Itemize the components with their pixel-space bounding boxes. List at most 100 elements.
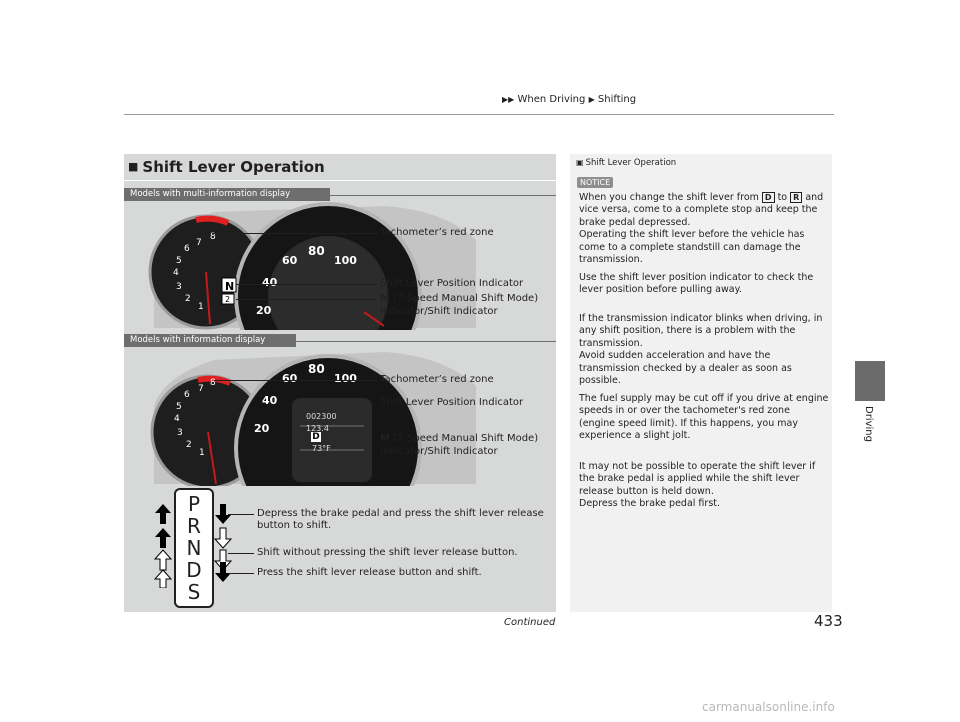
down-arrow-outline-icon <box>214 527 232 549</box>
model-tag-info: Models with information display <box>124 334 296 347</box>
key-r: R <box>790 192 803 203</box>
notes-panel <box>570 154 832 612</box>
down-arrow-filled-icon <box>215 504 231 524</box>
leader-line <box>236 284 377 285</box>
label-position-indicator: Shift Lever Position Indicator <box>380 278 524 289</box>
gate-d: D <box>186 558 202 582</box>
red-zone-arc <box>195 215 230 226</box>
notes-paragraph-3: If the transmission indicator blinks whe… <box>579 313 823 387</box>
rpm-tick-2: 2 <box>185 294 191 304</box>
rpm-tick-6: 6 <box>184 390 190 400</box>
up-arrow-filled-icon <box>155 528 171 548</box>
section-label: Driving <box>863 406 874 442</box>
model-tag-multi-info: Models with multi-information display <box>124 188 330 201</box>
rpm-tick-3: 3 <box>176 282 182 292</box>
speed-tick-40: 40 <box>262 276 278 289</box>
speed-tick-60: 60 <box>282 254 298 267</box>
header-rule <box>124 114 834 115</box>
leader-line <box>212 233 377 234</box>
gate-n: N <box>186 536 202 560</box>
speed-tick-80: 80 <box>308 244 325 258</box>
up-arrow-outline-icon <box>154 569 172 588</box>
breadcrumb: ▶▶ When Driving ▶ Shifting <box>502 94 636 105</box>
rpm-tick-1: 1 <box>199 448 205 458</box>
notes-title: ▣Shift Lever Operation <box>576 158 677 168</box>
rpm-tick-7: 7 <box>196 238 202 248</box>
leader-line <box>228 573 254 574</box>
rpm-tick-2: 2 <box>186 440 192 450</box>
rpm-tick-6: 6 <box>184 244 190 254</box>
watermark: carmanualsonline.info <box>702 700 835 714</box>
gauge-cluster-1: N 2 <box>148 202 476 330</box>
continued-label: Continued <box>504 617 556 628</box>
svg-text:2: 2 <box>225 295 230 304</box>
info-display <box>292 398 372 482</box>
notes-paragraph-1: When you change the shift lever from D t… <box>579 192 824 266</box>
down-arrow-outline-icon <box>214 549 232 571</box>
gate-arrows-down <box>214 504 232 582</box>
breadcrumb-shifting[interactable]: Shifting <box>597 94 637 105</box>
rpm-tick-5: 5 <box>176 256 182 266</box>
legend-press: Press the shift lever release button and… <box>257 567 482 578</box>
shift-gate: P R N D S <box>174 488 214 608</box>
rpm-tick-5: 5 <box>176 402 182 412</box>
gate-s: S <box>187 580 201 604</box>
legend-depress-line2: button to shift. <box>257 520 332 531</box>
note-marker-icon: ▣ <box>576 158 584 167</box>
section-title: ■Shift Lever Operation <box>128 158 325 176</box>
up-arrow-filled-icon <box>155 504 171 524</box>
label-red-zone: Tachometer’s red zone <box>380 374 494 385</box>
legend-depress-line1: Depress the brake pedal and press the sh… <box>257 508 544 519</box>
notes-paragraph-4: The fuel supply may be cut off if you dr… <box>579 393 829 442</box>
rpm-tick-4: 4 <box>174 414 180 424</box>
rpm-tick-8: 8 <box>210 378 216 388</box>
rpm-tick-3: 3 <box>177 428 183 438</box>
leader-line <box>228 553 254 554</box>
position-indicator-text: N <box>225 280 234 293</box>
speed-tick-100: 100 <box>334 372 357 385</box>
speed-tick-60: 60 <box>282 372 298 385</box>
leader-line <box>228 514 254 515</box>
label-red-zone: Tachometer’s red zone <box>380 227 494 238</box>
leader-line <box>214 380 377 381</box>
label-shift-indicator: Indicator/Shift Indicator <box>380 306 498 317</box>
temperature-readout: 73°F <box>312 444 331 453</box>
up-arrow-outline-icon <box>154 549 172 571</box>
gate-arrows <box>154 504 172 588</box>
arrow-icon: ▶ <box>588 95 595 104</box>
speed-tick-100: 100 <box>334 254 357 267</box>
label-manual-mode: M (7-Speed Manual Shift Mode) <box>380 433 539 444</box>
breadcrumb-when-driving[interactable]: When Driving <box>517 94 586 105</box>
position-indicator-box: D <box>311 432 321 442</box>
odometer-readout: 002300 <box>306 412 337 421</box>
rpm-tick-4: 4 <box>173 268 179 278</box>
title-divider <box>124 180 556 181</box>
trip-readout: 123.4 <box>306 424 329 433</box>
arrow-icon: ▶▶ <box>502 95 515 104</box>
speed-tick-80: 80 <box>308 362 325 376</box>
speed-tick-20: 20 <box>256 304 272 317</box>
notes-paragraph-2: Use the shift lever position indicator t… <box>579 272 814 296</box>
gate-p: P <box>187 492 201 516</box>
rpm-tick-8: 8 <box>210 232 216 242</box>
key-d: D <box>761 192 775 203</box>
legend-without: Shift without pressing the shift lever r… <box>257 547 518 558</box>
down-arrow-filled-icon <box>215 562 231 582</box>
square-bullet-icon: ■ <box>128 160 139 173</box>
section-tab[interactable] <box>855 361 885 401</box>
gauge-cluster-2 <box>150 352 476 486</box>
speed-tick-40: 40 <box>262 394 278 407</box>
rpm-tick-7: 7 <box>198 384 204 394</box>
red-zone-arc <box>197 375 232 386</box>
leader-line <box>236 299 377 300</box>
rpm-tick-1: 1 <box>198 302 204 312</box>
tag-rule <box>290 341 556 342</box>
notice-badge: NOTICE <box>577 177 614 188</box>
label-position-indicator: Shift Lever Position Indicator <box>380 397 524 408</box>
notes-paragraph-5: It may not be possible to operate the sh… <box>579 461 816 510</box>
label-manual-mode: M (7-Speed Manual Shift Mode) <box>380 293 539 304</box>
gate-r: R <box>187 514 201 538</box>
label-shift-indicator: Indicator/Shift Indicator <box>380 446 498 457</box>
speed-tick-20: 20 <box>254 422 270 435</box>
tag-rule <box>324 195 556 196</box>
